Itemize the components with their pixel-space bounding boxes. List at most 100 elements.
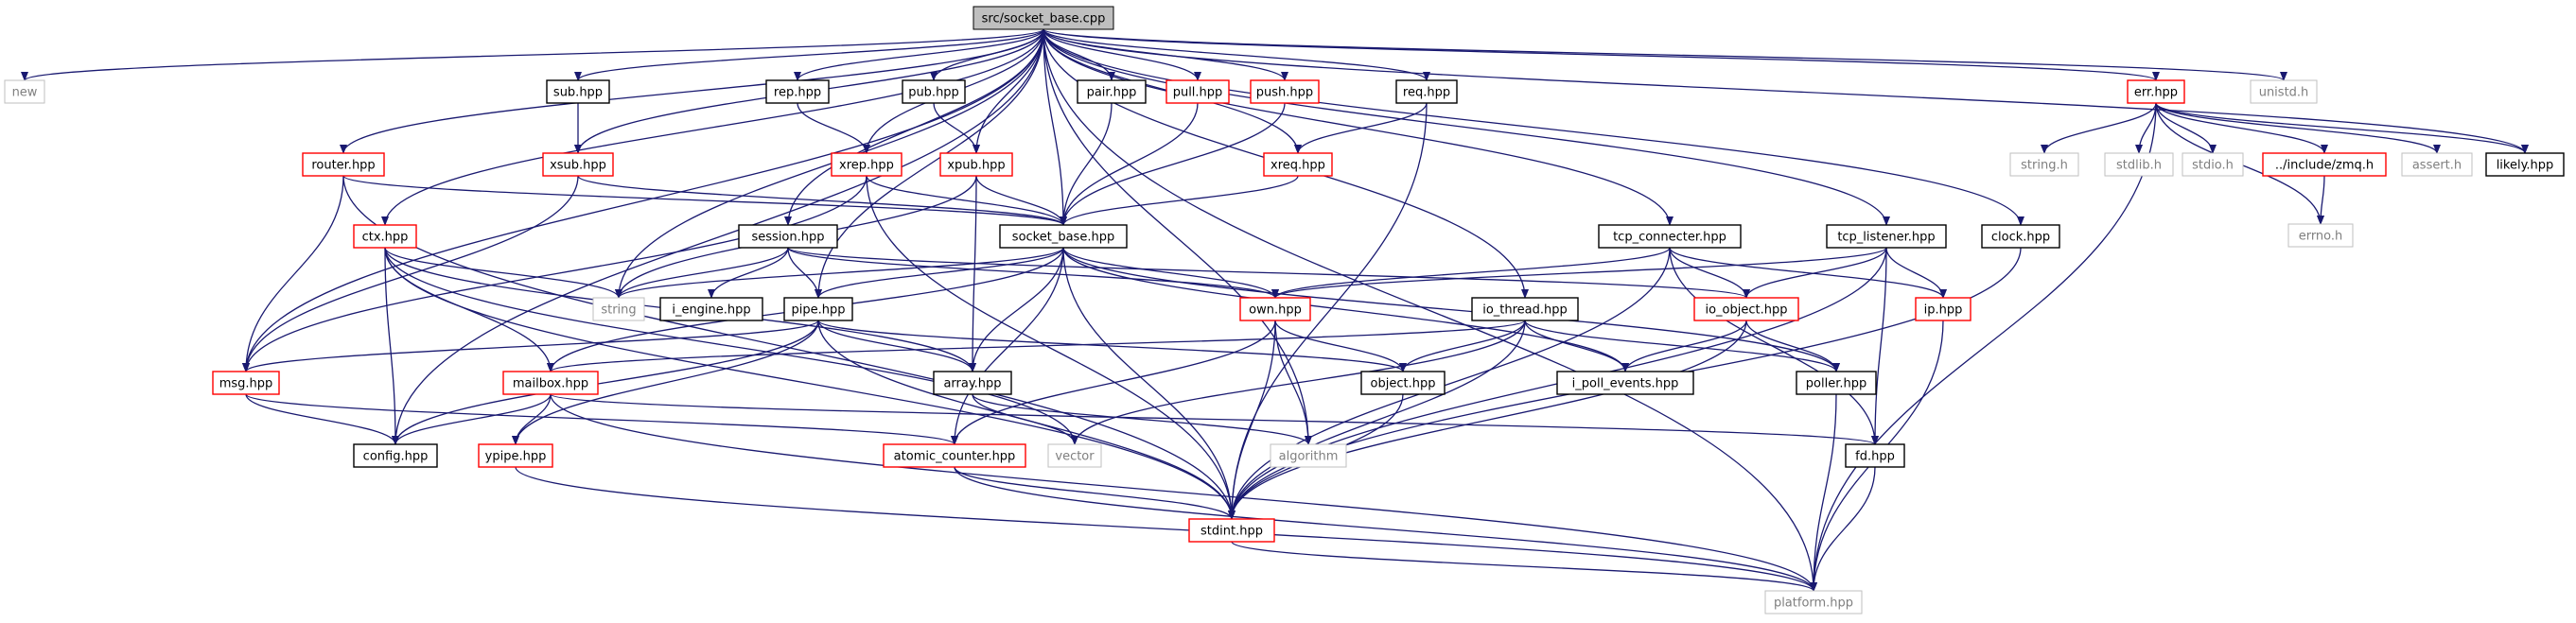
node-clock-hpp[interactable]: clock.hpp	[1981, 224, 2060, 249]
node-box	[2287, 223, 2354, 248]
node-label: assert.h	[2412, 159, 2462, 173]
node-msg-hpp[interactable]: msg.hpp	[212, 371, 280, 395]
node-stdlib-h: stdlib.h	[2104, 152, 2174, 177]
node-label: pair.hpp	[1087, 86, 1137, 100]
node-poller-hpp[interactable]: poller.hpp	[1796, 371, 1877, 395]
node-stdint-hpp[interactable]: stdint.hpp	[1188, 518, 1275, 543]
edge-tcp-connecter-hpp-to-ip-hpp	[1669, 247, 1947, 299]
node-tcp-listener-hpp[interactable]: tcp_listener.hpp	[1826, 224, 1947, 249]
node-vector: vector	[1047, 443, 1102, 468]
node-push-hpp[interactable]: push.hpp	[1250, 79, 1320, 104]
edge-socket-base-hpp-to-pipe-hpp	[815, 247, 1064, 299]
node-box	[933, 371, 1012, 395]
edge-err-hpp-to-zmq-hpp	[2155, 102, 2328, 154]
node-i-engine-hpp[interactable]: i_engine.hpp	[659, 297, 763, 321]
node-algorithm: algorithm	[1270, 443, 1347, 468]
node-label: string.h	[2021, 159, 2068, 173]
node-tcp-connecter-hpp[interactable]: tcp_connecter.hpp	[1598, 224, 1742, 249]
edge-io-thread-hpp-to-vector	[1071, 320, 1526, 445]
edge-socket-base-cpp-to-err-hpp	[1043, 28, 2160, 81]
node-sub-hpp[interactable]: sub.hpp	[546, 79, 610, 104]
edge-msg-hpp-to-config-hpp	[245, 393, 399, 445]
edge-socket-base-cpp-to-config-hpp	[392, 28, 1044, 445]
edge-session-hpp-to-pipe-hpp	[787, 247, 822, 299]
node-err-hpp[interactable]: err.hpp	[2127, 79, 2185, 104]
node-i-poll-events-hpp[interactable]: i_poll_events.hpp	[1556, 371, 1694, 395]
edge-session-hpp-to-io-object-hpp	[787, 247, 1750, 299]
node-box	[2104, 152, 2174, 177]
node-label: i_engine.hpp	[672, 303, 750, 318]
edge-io-thread-hpp-to-stdint-hpp	[1228, 320, 1526, 520]
node-label: config.hpp	[363, 450, 429, 464]
node-req-hpp[interactable]: req.hpp	[1395, 79, 1458, 104]
node-session-hpp[interactable]: session.hpp	[738, 224, 838, 249]
node-ip-hpp[interactable]: ip.hpp	[1915, 297, 1971, 321]
node-label: push.hpp	[1256, 86, 1313, 100]
node-box	[1263, 152, 1333, 177]
node-xreq-hpp[interactable]: xreq.hpp	[1263, 152, 1333, 177]
edge-err-hpp-to-likely-hpp	[2155, 102, 2529, 154]
node-xpub-hpp[interactable]: xpub.hpp	[939, 152, 1013, 177]
node-label: errno.h	[2299, 230, 2343, 244]
node-object-hpp[interactable]: object.hpp	[1360, 371, 1446, 395]
node-socket-base-hpp[interactable]: socket_base.hpp	[999, 224, 1128, 249]
node-xsub-hpp[interactable]: xsub.hpp	[542, 152, 614, 177]
node-box	[1845, 443, 1905, 468]
node-socket-base-cpp[interactable]: src/socket_base.cpp	[973, 6, 1114, 30]
node-label: array.hpp	[943, 377, 1001, 391]
edge-io-object-hpp-to-stdint-hpp	[1228, 320, 1747, 520]
edge-xrep-hpp-to-stdint-hpp	[866, 175, 1235, 520]
node-router-hpp[interactable]: router.hpp	[302, 152, 385, 177]
node-label: i_poll_events.hpp	[1572, 377, 1679, 391]
node-label: socket_base.hpp	[1012, 231, 1114, 245]
edge-err-hpp-to-stdlib-h	[2135, 102, 2157, 154]
node-pub-hpp[interactable]: pub.hpp	[902, 79, 966, 104]
edge-socket-base-hpp-to-poller-hpp	[1062, 247, 1840, 372]
node-box	[546, 79, 610, 104]
edge-mailbox-hpp-to-ypipe-hpp	[512, 393, 552, 445]
edge-xsub-hpp-to-socket-base-hpp	[577, 175, 1067, 226]
node-label: ypipe.hpp	[485, 450, 547, 464]
edge-pipe-hpp-to-ypipe-hpp	[512, 320, 819, 445]
node-box	[353, 443, 438, 468]
node-string: string	[592, 297, 645, 321]
node-io-object-hpp[interactable]: io_object.hpp	[1693, 297, 1799, 321]
node-xrep-hpp[interactable]: xrep.hpp	[831, 152, 902, 177]
edge-tcp-connecter-hpp-to-stdint-hpp	[1228, 247, 1671, 520]
node-likely-hpp[interactable]: likely.hpp	[2485, 152, 2565, 177]
node-ctx-hpp[interactable]: ctx.hpp	[353, 224, 417, 249]
node-label: msg.hpp	[219, 377, 273, 391]
edge-poller-hpp-to-platform-hpp	[1810, 393, 1837, 592]
node-fd-hpp[interactable]: fd.hpp	[1845, 443, 1905, 468]
node-box	[1796, 371, 1877, 395]
node-label: sub.hpp	[553, 86, 603, 100]
node-mailbox-hpp[interactable]: mailbox.hpp	[502, 371, 599, 395]
node-box	[1270, 443, 1347, 468]
edge-router-hpp-to-socket-base-hpp	[342, 175, 1067, 226]
node-box	[592, 297, 645, 321]
node-io-thread-hpp[interactable]: io_thread.hpp	[1471, 297, 1579, 321]
node-ypipe-hpp[interactable]: ypipe.hpp	[478, 443, 553, 468]
node-pull-hpp[interactable]: pull.hpp	[1165, 79, 1230, 104]
edge-err-hpp-to-platform-hpp	[1810, 102, 2157, 592]
node-box	[999, 224, 1128, 249]
edge-xsub-hpp-to-msg-hpp	[242, 175, 579, 372]
node-rep-hpp[interactable]: rep.hpp	[765, 79, 830, 104]
node-array-hpp[interactable]: array.hpp	[933, 371, 1012, 395]
node-pipe-hpp[interactable]: pipe.hpp	[783, 297, 853, 321]
edge-own-hpp-to-object-hpp	[1274, 320, 1407, 372]
edge-msg-hpp-to-atomic-counter-hpp	[245, 393, 958, 445]
edge-socket-base-cpp-to-new	[21, 28, 1044, 81]
edge-err-hpp-to-assert-h	[2155, 102, 2441, 154]
node-label: ctx.hpp	[362, 231, 409, 245]
edge-fd-hpp-to-platform-hpp	[1810, 466, 1876, 592]
node-own-hpp[interactable]: own.hpp	[1239, 297, 1311, 321]
edge-rep-hpp-to-xrep-hpp	[797, 102, 870, 154]
node-unistd-h: unistd.h	[2250, 79, 2318, 104]
node-config-hpp[interactable]: config.hpp	[353, 443, 438, 468]
node-zmq-hpp[interactable]: ../include/zmq.h	[2262, 152, 2387, 177]
edge-xrep-hpp-to-msg-hpp	[242, 175, 867, 372]
node-pair-hpp[interactable]: pair.hpp	[1077, 79, 1147, 104]
node-atomic-counter-hpp[interactable]: atomic_counter.hpp	[883, 443, 1026, 468]
node-label: pipe.hpp	[792, 303, 846, 318]
